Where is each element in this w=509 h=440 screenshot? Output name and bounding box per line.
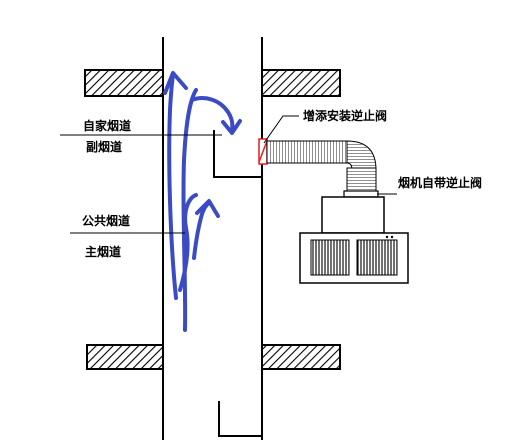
range-hood-grill-right [356,239,398,276]
label-main-flue: 主烟道 [85,244,121,259]
flex-duct-elbow [346,140,377,171]
label-sub-flue: 副烟道 [86,139,122,154]
range-hood-upper-body [321,196,385,234]
flex-duct-horizontal [266,140,348,164]
airflow-arrow-main [167,73,178,300]
floor-slab-upper-left [84,69,164,97]
airflow-arrows [163,71,242,332]
airflow-arrow-wave [178,193,198,292]
range-hood-indicator-2 [390,235,394,239]
sub-flue-partition [213,130,262,178]
airflow-arrow-branch-head [221,119,242,135]
floor-slab-lower-right [261,344,341,370]
label-hood-check-valve: 烟机自带逆止阀 [398,175,482,190]
label-added-check-valve: 增添安装逆止阀 [303,108,387,123]
floor-slab-upper-right [261,69,341,97]
label-public-flue: 公共烟道 [82,213,130,228]
airflow-arrow-public-head [195,199,220,218]
airflow-arrow-main-head [163,71,188,95]
added-check-valve [258,138,268,165]
airflow-arrow-long [181,88,198,332]
range-hood-grill-left [310,239,350,276]
shaft-bottom-partition [218,401,262,437]
leader-added-check-valve [263,115,299,144]
floor-slab-lower-left [86,344,164,370]
hood-check-valve-collar [343,190,379,198]
range-hood-indicator-1 [385,235,389,239]
label-own-flue: 自家烟道 [83,118,131,133]
airflow-arrow-branch [190,96,235,132]
